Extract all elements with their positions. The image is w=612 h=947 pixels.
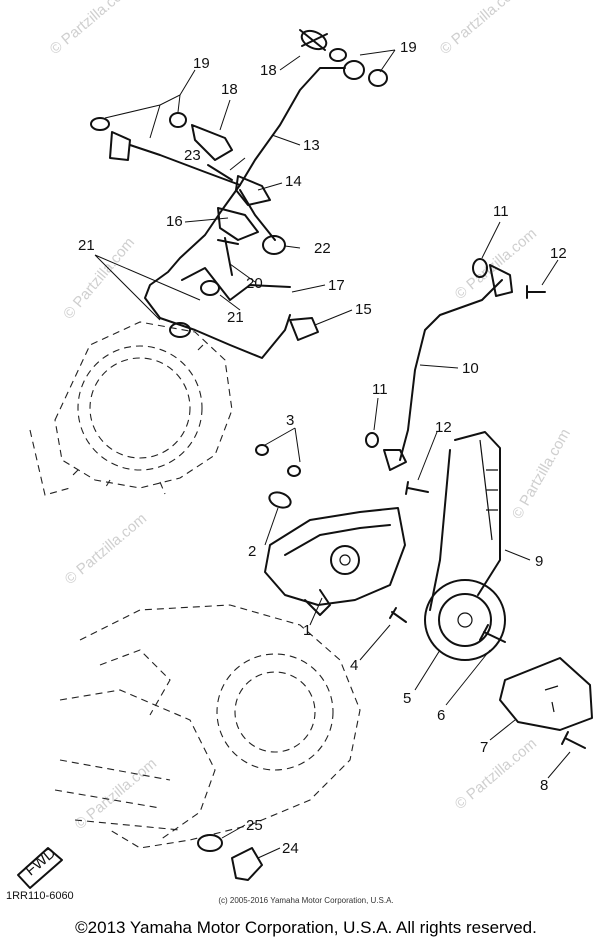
driven-sprocket-5 [424,579,506,661]
callout-14: 14 [285,173,302,190]
callout-25: 25 [246,817,263,834]
copper-washer-19 [329,48,347,62]
o-ring-11 [365,432,379,448]
bolt-8 [561,731,586,749]
washer-21 [169,322,191,338]
watermark: © Partzilla.com [509,426,574,522]
callout-15: 15 [355,301,372,318]
callout-3: 3 [286,412,294,429]
fwd-arrow: FWD [17,844,63,889]
callout-11-top: 11 [493,203,509,220]
oil-pump-assembly [255,444,406,616]
oil-delivery-pipe-17 [144,184,291,359]
oil-pump-body [264,507,406,606]
crankcase-outline [54,604,361,849]
fwd-label: FWD [22,844,59,879]
callout-7: 7 [480,739,488,756]
oil-pipe-assembly [129,67,346,359]
oil-pump-drive [389,431,593,749]
callout-5: 5 [403,690,411,707]
callout-11-bottom: 11 [372,381,388,398]
watermark: © Partzilla.com [437,0,525,58]
callout-labels: 1 2 3 4 5 6 7 8 9 10 11 11 12 12 13 14 1… [78,39,567,857]
callout-19-left: 19 [193,55,210,72]
drive-chain-9 [429,431,501,611]
small-copyright: (c) 2005-2016 Yamaha Motor Corporation, … [218,896,394,905]
watermark: © Partzilla.com [452,735,540,813]
copper-washer-19 [169,112,187,128]
callout-9: 9 [535,553,543,570]
bolt-12 [405,481,429,495]
drain-bolt-24 [231,847,263,881]
watermark: © Partzilla.com [47,0,135,58]
copper-washer-19 [368,69,388,87]
joint-16 [217,207,259,241]
callout-1: 1 [303,622,311,639]
callout-17: 17 [328,277,345,294]
union-bolt-18 [191,124,233,161]
leader-lines [94,49,571,859]
callout-20: 20 [246,275,263,292]
bolt-12 [526,285,546,299]
pipe-banjo-fitting [109,131,131,161]
callout-21-left: 21 [78,237,95,254]
watermark-layer: © Partzilla.com © Partzilla.com © Partzi… [47,0,574,833]
copper-washer-19 [343,60,365,80]
oil-delivery-pipe-13 [239,67,346,186]
callout-10: 10 [462,360,479,377]
callout-13: 13 [303,137,320,154]
callout-12-top: 12 [550,245,567,262]
callout-6: 6 [437,707,445,724]
callout-21-lower: 21 [227,309,244,326]
bolt-4 [389,607,407,623]
drain-hardware [197,834,263,881]
dowel-pin-2 [268,491,292,509]
watermark: © Partzilla.com [72,755,160,833]
watermark: © Partzilla.com [60,234,138,322]
bolt-23 [207,164,233,181]
union-bolt-18-top [300,29,328,51]
clamp-14 [235,175,271,206]
o-ring-3 [255,444,269,456]
callout-12-bottom: 12 [435,419,452,436]
footer-copyright: ©2013 Yamaha Motor Corporation, U.S.A. A… [75,918,537,937]
callout-24: 24 [282,840,299,857]
callout-8: 8 [540,777,548,794]
callout-23: 23 [184,147,201,164]
fitting-22 [262,235,286,255]
pipe-hardware [90,29,388,341]
union-bolt-20 [217,237,239,276]
watermark: © Partzilla.com [62,510,150,588]
oil-pipe-10 [365,258,546,495]
bolt-6 [479,624,506,643]
callout-18-left: 18 [221,81,238,98]
diagram-code: 1RR110-6060 [6,890,74,902]
o-ring-3 [287,465,301,477]
cylinder-outline [29,321,233,496]
sprocket-cover-7 [499,657,593,731]
callout-18-top: 18 [260,62,277,79]
gasket-25 [197,834,223,852]
bracket-15 [289,317,319,341]
o-ring-11 [472,258,488,278]
callout-22: 22 [314,240,331,257]
callout-16: 16 [166,213,183,230]
callout-2: 2 [248,543,256,560]
washer-21 [200,280,220,296]
copper-washer-19 [90,117,110,131]
callout-4: 4 [350,657,358,674]
callout-19-right: 19 [400,39,417,56]
